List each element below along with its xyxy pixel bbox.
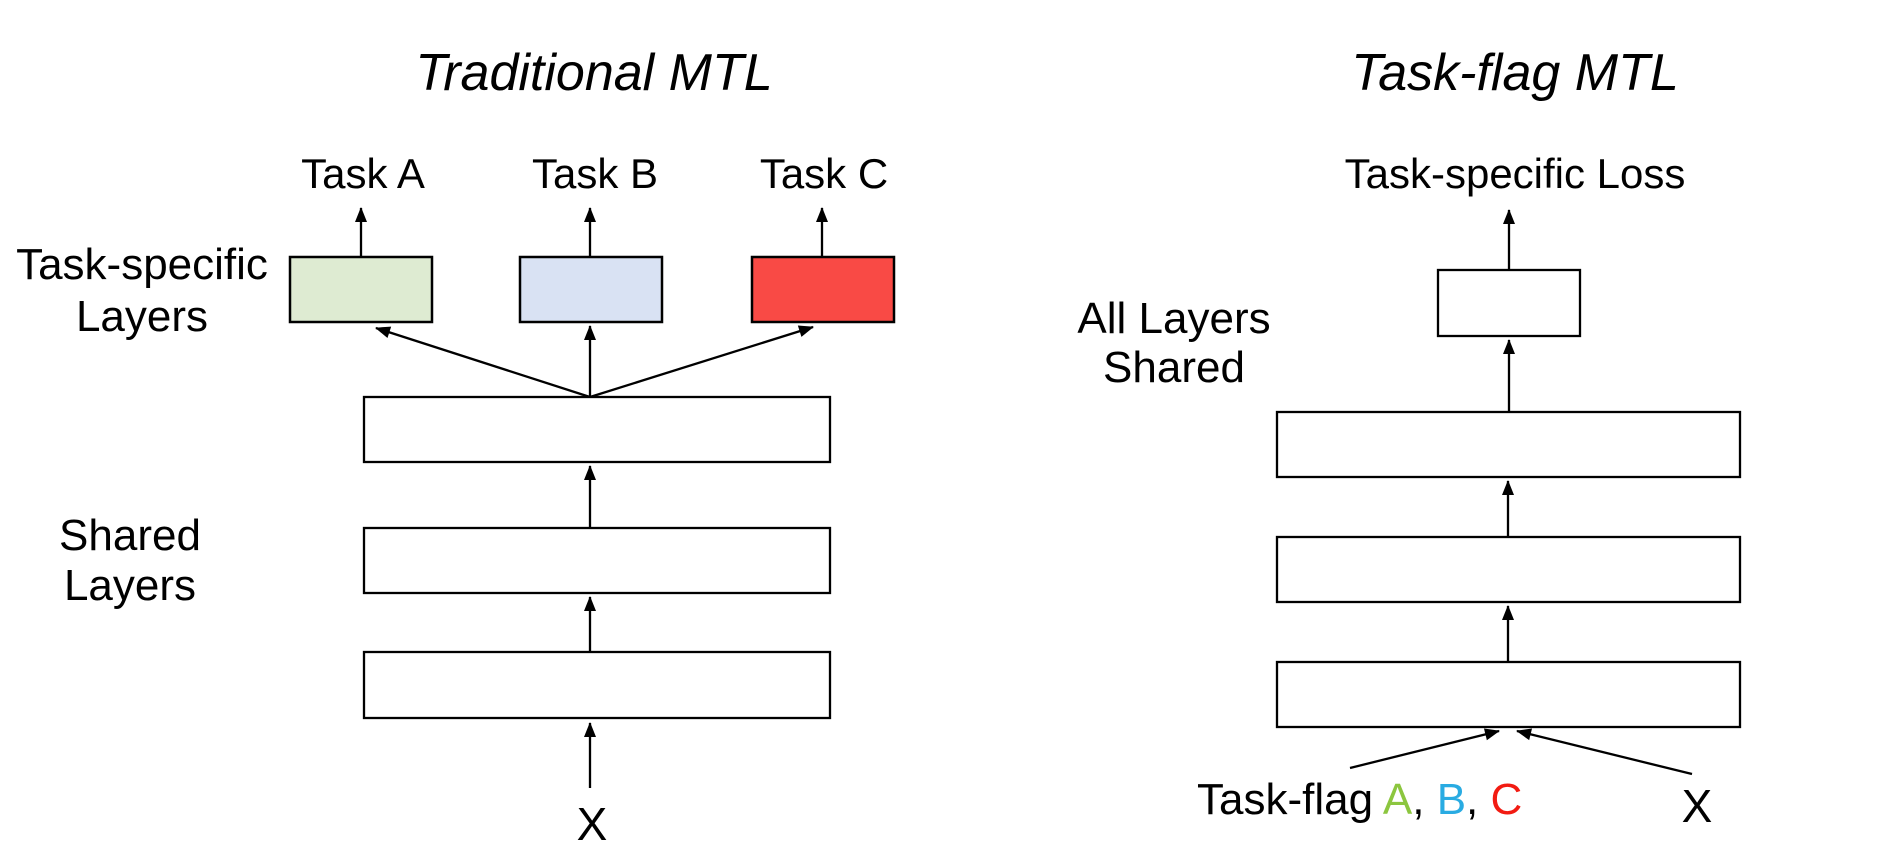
all-shared-layer-box-1 <box>1275 410 1742 479</box>
shared-layers-label: Shared Layers <box>59 511 201 610</box>
shared-layer-box-1 <box>362 395 832 464</box>
shared-layer-box-2 <box>362 526 832 595</box>
task-flag-mtl-diagram: Task-flag MTL Task-specific Loss All Lay… <box>1077 44 1742 832</box>
shared-layers-label-line1: Shared <box>59 511 201 560</box>
task-flag-input-label: Task-flag A, B, C <box>1197 775 1522 824</box>
task-a-box <box>288 255 434 324</box>
output-layer-box <box>1436 268 1582 338</box>
all-layers-shared-label-line2: Shared <box>1103 343 1245 392</box>
traditional-mtl-title: Traditional MTL <box>415 44 772 102</box>
task-specific-layers-label-line1: Task-specific <box>16 240 268 289</box>
task-flag-prefix: Task-flag <box>1197 775 1383 824</box>
task-flag-mtl-title: Task-flag MTL <box>1351 44 1679 102</box>
arrow-x-to-layer3 <box>1516 728 1693 776</box>
arrow-shared-to-box-a <box>375 326 591 399</box>
task-flag-c: C <box>1491 775 1523 824</box>
all-layers-shared-label: All Layers Shared <box>1077 294 1270 392</box>
shared-layer-box-3 <box>362 650 832 720</box>
all-shared-layer-box-3 <box>1275 660 1742 729</box>
arrow-shared-to-box-c <box>589 325 814 399</box>
task-flag-b: B <box>1437 775 1466 824</box>
task-flag-sep2: , <box>1466 775 1490 824</box>
shared-layers-label-line2: Layers <box>64 561 196 610</box>
all-layers-shared-label-line1: All Layers <box>1077 294 1270 343</box>
task-specific-layers-label-line2: Layers <box>76 292 208 341</box>
task-b-box <box>518 255 664 324</box>
traditional-mtl-diagram: Traditional MTL Task A Task B Task C X T… <box>16 44 896 850</box>
task-flag-sep1: , <box>1412 775 1436 824</box>
left-input-x: X <box>577 798 608 850</box>
task-specific-loss-label: Task-specific Loss <box>1345 150 1686 197</box>
arrow-taskflag-to-layer3 <box>1349 728 1500 770</box>
right-input-x: X <box>1682 780 1713 832</box>
all-shared-layer-box-2 <box>1275 535 1742 604</box>
task-c-box <box>750 255 896 324</box>
task-a-label: Task A <box>301 150 425 197</box>
task-c-label: Task C <box>760 150 888 197</box>
task-specific-layers-label: Task-specific Layers <box>16 240 268 341</box>
task-flag-a: A <box>1383 775 1413 824</box>
task-b-label: Task B <box>532 150 658 197</box>
